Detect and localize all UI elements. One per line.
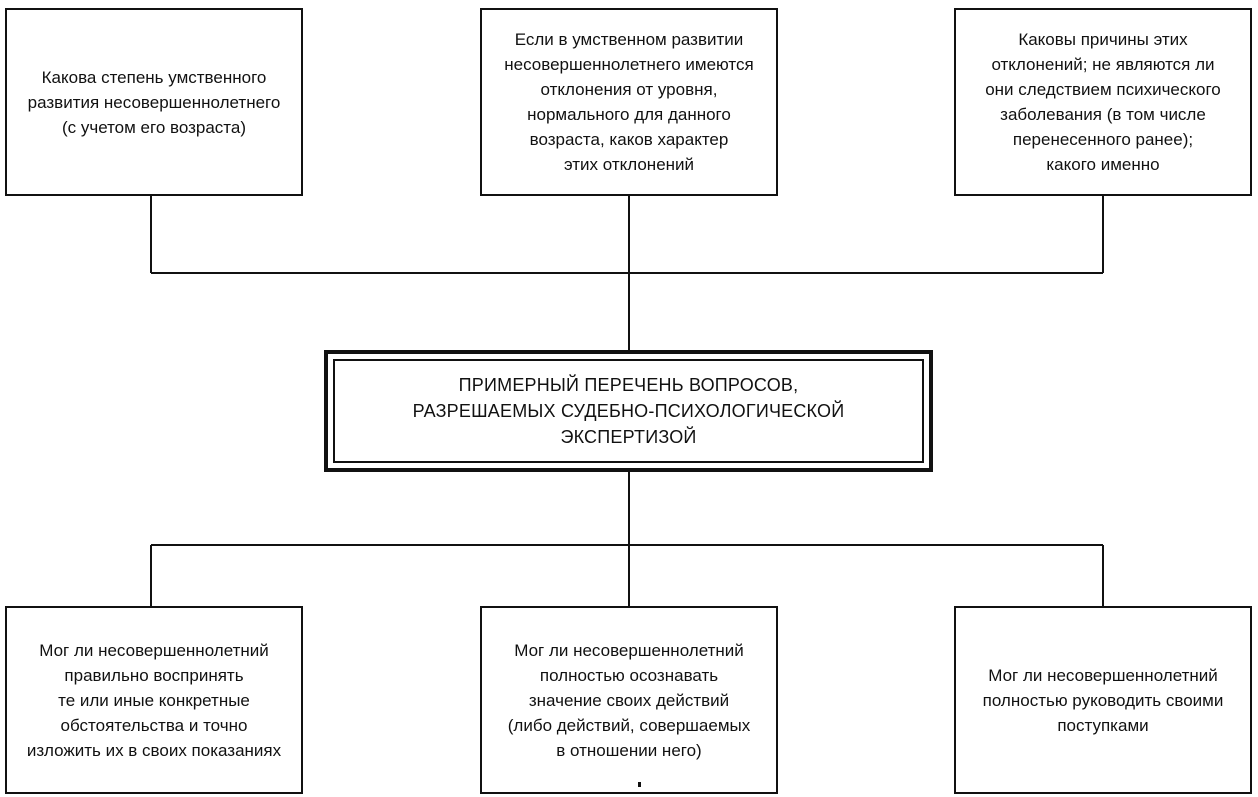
question-text: Мог ли несовершеннолетний полностью осоз… (507, 640, 751, 760)
scan-mark (638, 782, 641, 787)
question-text: Если в умственном развитии несовершеннол… (504, 30, 754, 174)
question-text: Мог ли несовершеннолетний правильно восп… (26, 640, 282, 760)
central-title-box: ПРИМЕРНЫЙ ПЕРЕЧЕНЬ ВОПРОСОВ, РАЗРЕШАЕМЫХ… (324, 350, 933, 472)
question-box-bottom-left: Мог ли несовершеннолетний правильно восп… (5, 606, 303, 794)
question-box-top-right: Каковы причины этих отклонений; не являю… (954, 8, 1252, 196)
question-box-bottom-right: Мог ли несовершеннолетний полностью руко… (954, 606, 1252, 794)
central-title-inner-frame: ПРИМЕРНЫЙ ПЕРЕЧЕНЬ ВОПРОСОВ, РАЗРЕШАЕМЫХ… (333, 359, 924, 463)
question-box-top-middle: Если в умственном развитии несовершеннол… (480, 8, 778, 196)
question-text: Мог ли несовершеннолетний полностью руко… (982, 665, 1224, 735)
central-title: ПРИМЕРНЫЙ ПЕРЕЧЕНЬ ВОПРОСОВ, РАЗРЕШАЕМЫХ… (412, 375, 845, 447)
question-box-bottom-middle: Мог ли несовершеннолетний полностью осоз… (480, 606, 778, 794)
question-text: Какова степень умственного развития несо… (27, 67, 281, 137)
question-text: Каковы причины этих отклонений; не являю… (985, 30, 1221, 174)
question-box-top-left: Какова степень умственного развития несо… (5, 8, 303, 196)
